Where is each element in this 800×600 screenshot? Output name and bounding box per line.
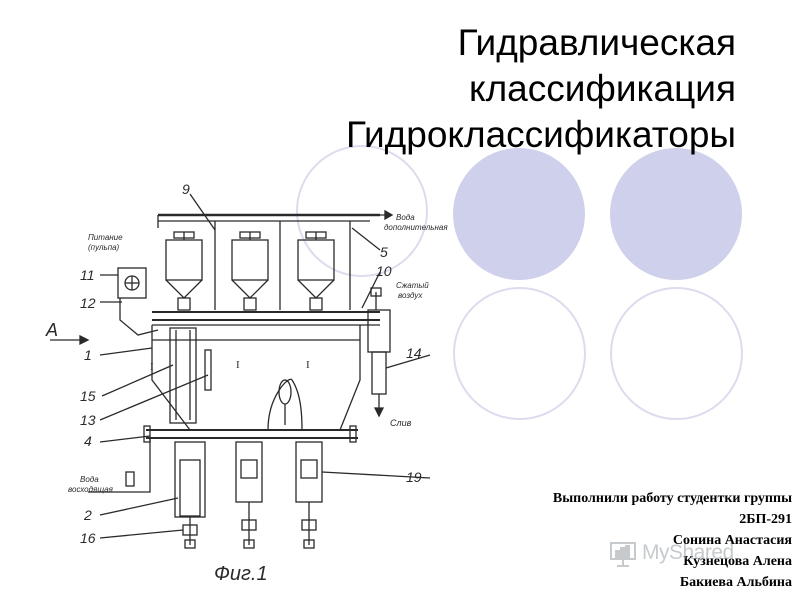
diagram-number: 19	[406, 469, 422, 485]
diagram-zone-label: I	[306, 359, 310, 371]
diagram-label-air: Сжатый	[396, 281, 429, 290]
diagram-label-feed: Питание	[88, 233, 123, 242]
watermark-text: MyShared	[642, 541, 734, 564]
decor-circle-filled	[453, 148, 585, 280]
diagram-label-feed-sub: (пульпа)	[88, 243, 120, 252]
diagram-number: 2	[83, 507, 92, 523]
diagram-label-air-sub: воздух	[398, 291, 423, 300]
authors-line: 2БП-291	[739, 512, 792, 527]
diagram-number: 15	[80, 388, 96, 404]
diagram-number: 16	[80, 530, 96, 546]
diagram-number: 11	[80, 267, 95, 283]
diagram-number: 14	[406, 345, 422, 361]
diagram-label-drain: Слив	[390, 418, 412, 428]
title-line: классификация	[468, 68, 736, 109]
authors-line: Бакиева Альбина	[679, 575, 792, 590]
diagram-number: 10	[376, 263, 392, 279]
diagram-zone-label: I	[236, 359, 240, 371]
title-line: Гидроклассификаторы	[346, 114, 736, 155]
diagram-number: 1	[84, 347, 92, 363]
diagram-number: 4	[84, 433, 92, 449]
title-line: Гидравлическая	[457, 22, 736, 63]
diagram-zone-label: I	[150, 361, 154, 373]
diagram-number: 9	[182, 181, 190, 197]
watermark: MyShared	[608, 537, 778, 571]
authors-line: Выполнили работу студентки группы	[552, 491, 792, 506]
authors-line: Кузнецова Алена	[683, 554, 792, 569]
diagram-label-water-up: Вода	[80, 475, 99, 484]
decor-circle-outline	[296, 145, 428, 277]
authors-line: Сонина Анастасия	[672, 533, 792, 548]
diagram-number: 13	[80, 412, 96, 428]
presentation-icon	[610, 542, 636, 567]
diagram-label-water-extra: Вода	[396, 213, 415, 222]
diagram-label-water-extra-sub: дополнительная	[384, 223, 448, 232]
diagram-label-water-up-sub: восходящая	[68, 485, 114, 494]
decor-circle-outline	[610, 287, 743, 420]
authors-block: Выполнили работу студентки группы 2БП-29…	[472, 488, 792, 593]
diagram-number: 12	[80, 295, 96, 311]
hydroclassifier-diagram: Питание (пульпа) Вода дополнительная Сжа…	[45, 181, 448, 585]
decor-circle-outline	[453, 287, 586, 420]
diagram-number: 5	[380, 244, 388, 260]
slide-title: Гидравлическая классификация Гидрокласси…	[256, 20, 736, 158]
diagram-caption: Фиг.1	[214, 563, 268, 585]
decor-circle-filled	[610, 148, 742, 280]
diagram-label-arrow-a: A	[45, 320, 58, 340]
